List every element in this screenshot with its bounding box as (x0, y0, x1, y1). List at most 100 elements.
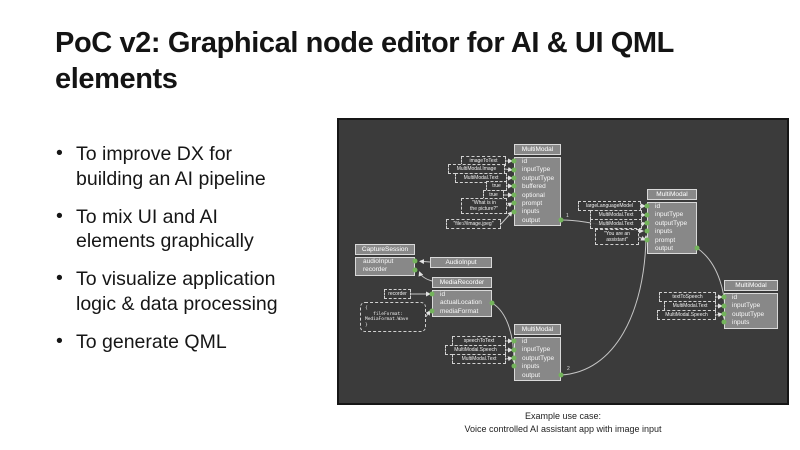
wire-speech-to-text-output-to-llm-inputs (560, 235, 649, 376)
field-output: output (522, 216, 541, 224)
port-optional (511, 192, 517, 198)
node-title: MultiModal (514, 324, 561, 335)
port-id (721, 294, 727, 300)
port-outputType (721, 311, 727, 317)
field-outputType: outputType (732, 310, 765, 318)
field-inputType: inputType (732, 302, 761, 310)
field-inputs: inputs (522, 208, 540, 216)
field-audioInput: audioInput (363, 258, 394, 265)
value-text-to-speech-output-type: MultiModal.Speech (657, 310, 716, 320)
port-inputs (511, 363, 517, 369)
node-audio-input: AudioInput (430, 257, 492, 268)
port-inputs (644, 228, 650, 234)
value-image-to-text-inputs: "file:///image.jpeg" (446, 219, 501, 229)
value-wire-value-text-to-speech-output-type (715, 312, 723, 318)
field-inputs: inputs (732, 319, 750, 327)
value-media-recorder-id: recorder (384, 289, 411, 299)
wire-layer: 12 (411, 158, 728, 376)
field-recorder: recorder (363, 266, 388, 274)
port-output (558, 217, 564, 223)
slide-title: PoC v2: Graphical node editor for AI & U… (55, 27, 674, 95)
wire-order-label: 2 (567, 366, 570, 372)
value-media-recorder-media-format: { fileFormat: MediaFormat.Wave } (360, 302, 426, 333)
port-mediaFormat (429, 308, 435, 314)
field-inputType: inputType (655, 211, 684, 219)
example-use-case-caption: Example use case: Voice controlled AI as… (464, 411, 662, 434)
field-id: id (655, 203, 661, 210)
field-id: id (440, 291, 446, 298)
field-inputs: inputs (655, 228, 673, 236)
field-inputType: inputType (522, 166, 551, 174)
node-title: CaptureSession (355, 244, 415, 255)
value-wire-value-media-recorder-media-format (425, 310, 431, 317)
port-inputs (721, 319, 727, 325)
bullet-list: To improve DX for building an AI pipelin… (55, 141, 320, 367)
node-title: MultiModal (514, 144, 561, 155)
value-image-to-text-prompt: "What is in the picture?" (461, 198, 507, 214)
field-output: output (655, 244, 674, 252)
port-actualLocation (489, 300, 495, 306)
wire-media-recorder-to-capture-session (418, 271, 433, 282)
value-wire-value-llm-prompt (638, 235, 646, 241)
value-llm-prompt: "You are an assistant" (595, 229, 639, 245)
wire-order-label: 1 (566, 213, 569, 219)
wire-audio-input-to-capture-session (419, 259, 431, 265)
node-title: AudioInput (430, 257, 492, 268)
port-id (644, 203, 650, 209)
field-inputType: inputType (522, 346, 551, 354)
port-id (429, 291, 435, 297)
port-inputType (511, 167, 517, 173)
node-title: MultiModal (647, 189, 697, 200)
port-output (694, 245, 700, 251)
value-llm-output-type: MultiModal.Text (590, 219, 642, 229)
field-outputType: outputType (522, 174, 555, 182)
port-id (511, 338, 517, 344)
bullet-generate-qml: To generate QML (55, 329, 320, 355)
port-prompt (511, 200, 517, 206)
field-prompt: prompt (655, 236, 676, 244)
field-mediaFormat: mediaFormat (440, 307, 479, 315)
field-id: id (732, 294, 738, 301)
value-speech-to-text-output-type: MultiModal.Text (452, 354, 506, 364)
port-recorder (412, 267, 418, 273)
port-inputs (511, 209, 517, 215)
value-image-to-text-output-type: MultiModal.Text (455, 173, 507, 183)
value-wire-value-speech-to-text-output-type (505, 356, 513, 362)
field-prompt: prompt (522, 199, 543, 207)
port-outputType (644, 220, 650, 226)
port-inputType (644, 212, 650, 218)
field-inputs: inputs (522, 363, 540, 371)
port-outputType (511, 175, 517, 181)
bullet-mix-ui-ai: To mix UI and AI elements graphically (55, 204, 320, 255)
port-inputType (721, 303, 727, 309)
field-id: id (522, 338, 528, 345)
value-wire-value-image-to-text-prompt (506, 202, 513, 208)
value-wire-value-image-to-text-input-type (504, 166, 513, 172)
field-id: id (522, 158, 528, 165)
value-wire-value-image-to-text-inputs (500, 211, 513, 225)
port-prompt (644, 237, 650, 243)
port-audioInput (412, 258, 418, 264)
bullet-improve-dx: To improve DX for building an AI pipelin… (55, 141, 320, 192)
port-buffered (511, 183, 517, 189)
field-outputType: outputType (522, 354, 555, 362)
bullet-visualize-logic: To visualize application logic & data pr… (55, 266, 320, 317)
field-optional: optional (522, 191, 545, 199)
port-outputType (511, 355, 517, 361)
port-id (511, 158, 517, 164)
node-title: MultiModal (724, 280, 778, 291)
field-output: output (522, 371, 541, 379)
